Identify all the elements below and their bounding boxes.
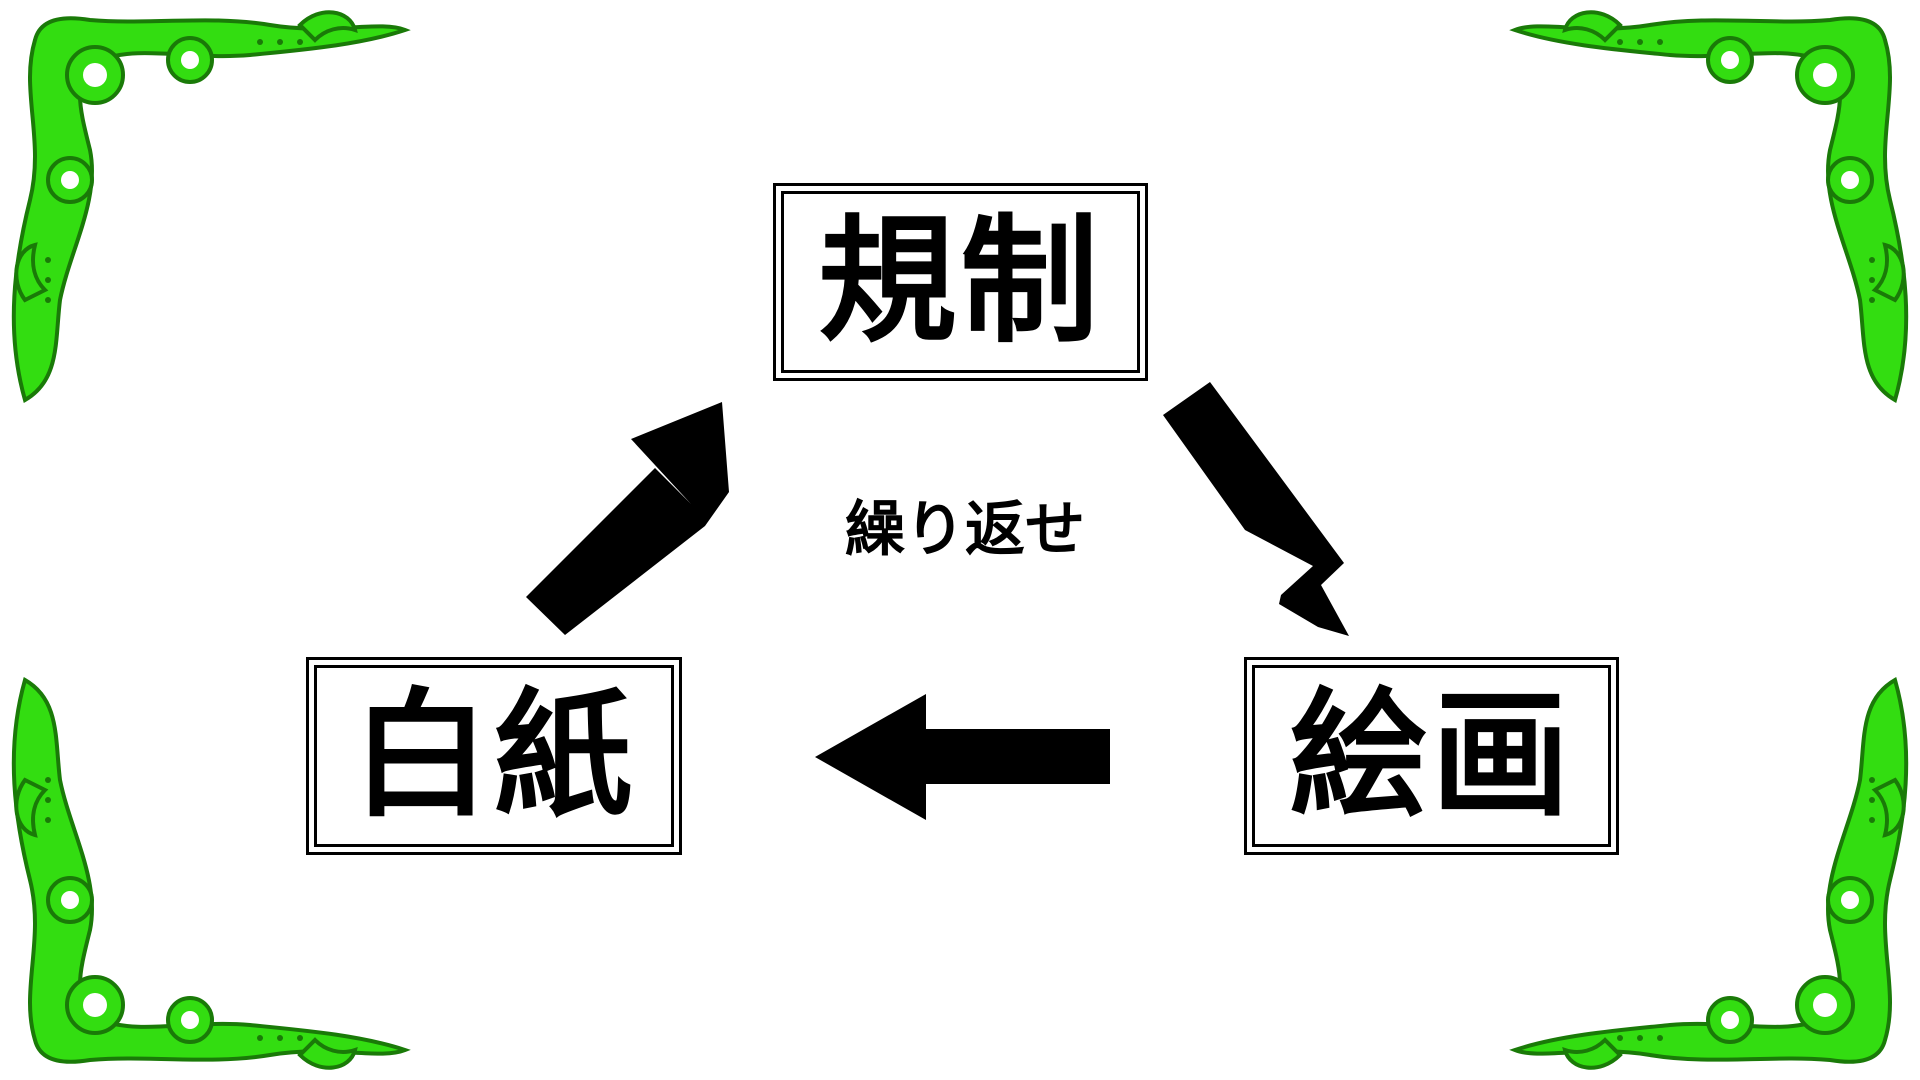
arrow-regulation-to-painting [1163,382,1349,636]
node-regulation-inner-border [781,191,1140,373]
node-blank-paper-inner-border [314,665,674,847]
corner-ornament-top-left-icon [11,10,411,404]
node-blank-paper: 白紙 [306,657,682,855]
node-regulation: 規制 [773,183,1148,381]
corner-ornament-bottom-left-icon [11,676,411,1070]
cycle-center-label: 繰り返せ [845,495,1085,565]
corner-ornament-bottom-right-icon [1509,676,1909,1070]
node-painting: 絵画 [1244,657,1619,855]
corner-ornament-top-right-icon [1509,10,1909,404]
node-painting-inner-border [1252,665,1611,847]
node-painting-label: 絵画 [1289,675,1574,836]
arrow-painting-to-blank [815,694,1110,820]
node-regulation-label: 規制 [818,201,1103,362]
node-blank-paper-label: 白紙 [351,675,636,836]
arrow-blank-to-regulation [526,402,729,635]
